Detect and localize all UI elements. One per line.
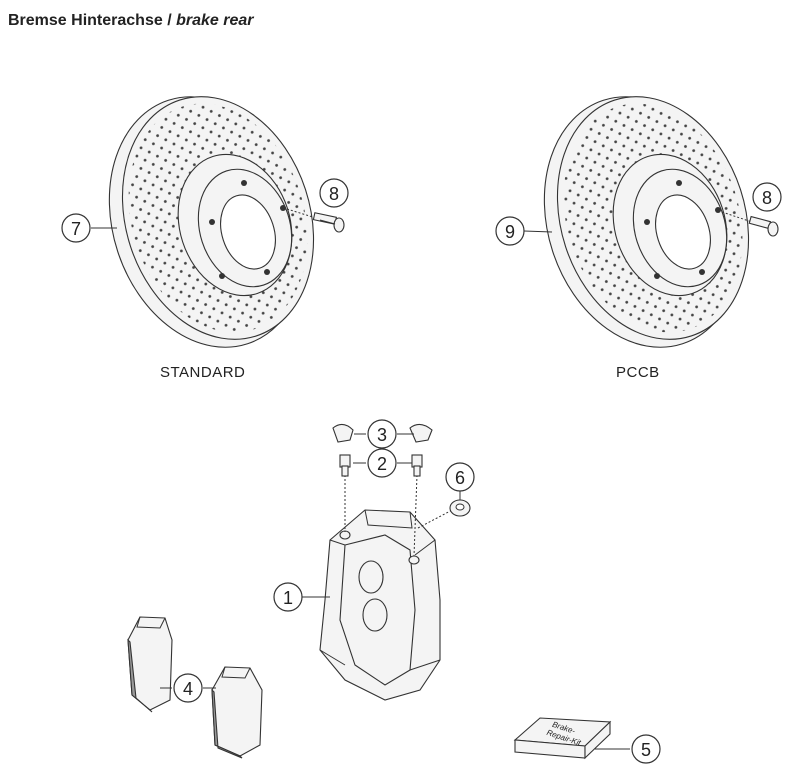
callout-4: 4 xyxy=(173,673,203,703)
svg-text:4: 4 xyxy=(183,679,193,699)
callout-7: 7 xyxy=(61,213,91,243)
page-title: Bremse Hinterachse / brake rear xyxy=(8,12,253,30)
callout-3: 3 xyxy=(367,419,397,449)
svg-text:3: 3 xyxy=(377,425,387,445)
dust-cap-right xyxy=(409,423,433,443)
bleed-screw-left xyxy=(339,454,351,477)
guide-line-nut xyxy=(417,507,457,529)
dust-cap-left xyxy=(332,423,354,443)
brake-disc-standard xyxy=(108,96,315,348)
svg-text:8: 8 xyxy=(329,184,339,204)
title-german: Bremse Hinterachse xyxy=(8,12,163,29)
caption-pccb: PCCB xyxy=(616,364,660,381)
callout-2: 2 xyxy=(367,448,397,478)
callout-1: 1 xyxy=(273,582,303,612)
svg-text:9: 9 xyxy=(505,222,515,242)
brake-caliper xyxy=(319,509,441,701)
brake-pad-right xyxy=(211,666,263,759)
svg-text:7: 7 xyxy=(71,219,81,239)
brake-pad-left xyxy=(127,616,173,713)
callout-8-pccb: 8 xyxy=(752,182,782,212)
svg-text:5: 5 xyxy=(641,740,651,760)
svg-text:2: 2 xyxy=(377,454,387,474)
svg-text:6: 6 xyxy=(455,468,465,488)
title-separator: / xyxy=(162,12,177,29)
svg-text:8: 8 xyxy=(762,188,772,208)
leader-lines xyxy=(91,227,630,750)
brake-disc-pccb xyxy=(543,96,750,348)
bolt-pccb xyxy=(721,211,779,237)
caption-standard: STANDARD xyxy=(160,364,246,381)
callout-5: 5 xyxy=(631,734,661,764)
bleed-screw-right xyxy=(411,454,423,477)
callout-9: 9 xyxy=(495,216,525,246)
svg-text:1: 1 xyxy=(283,588,293,608)
nut xyxy=(449,499,471,517)
guide-line-right xyxy=(413,474,418,557)
callout-6: 6 xyxy=(445,462,475,492)
title-english: brake rear xyxy=(176,12,254,29)
bolt-standard xyxy=(286,208,345,233)
brake-repair-kit-box: Brake- Repair-Kit xyxy=(513,717,612,760)
callout-8-standard: 8 xyxy=(319,178,349,208)
